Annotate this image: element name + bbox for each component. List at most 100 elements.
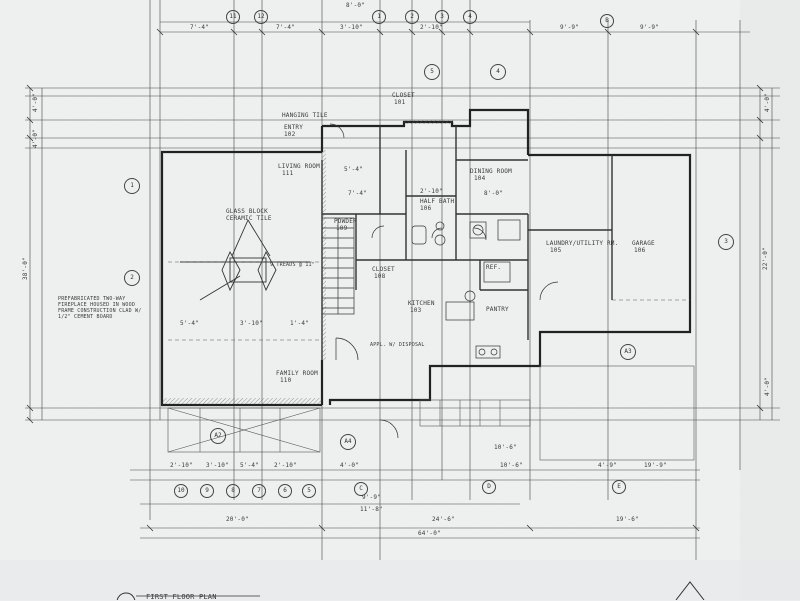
section-mark-2: 2 [124, 270, 140, 286]
dim-right-width: 19'-6" [616, 516, 639, 523]
porch-deck [167, 365, 695, 461]
dim-bay-4: 2'-10" [274, 462, 297, 469]
grid-bubble-b: B [600, 14, 614, 28]
ceramic-tile-note: CERAMIC TILE [226, 215, 272, 222]
room-halfbath-name: HALF BATH [420, 198, 455, 205]
dim-top-5: 9'-9" [560, 24, 580, 31]
dim-bay-2: 3'-10" [206, 462, 229, 469]
section-mark-a2: A2 [210, 428, 226, 444]
dim-bay-7: 11'-8" [360, 506, 383, 513]
dim-int-7: 1'-4" [290, 320, 310, 327]
section-mark-a4: A4 [340, 434, 356, 450]
grid-bubble-4: 4 [463, 10, 477, 24]
dim-bay-8: 10'-6" [500, 462, 523, 469]
room-closet2-number: 101 [394, 99, 406, 106]
room-dining-number: 104 [474, 175, 486, 182]
section-mark-1: 1 [124, 178, 140, 194]
room-entry-name: ENTRY [284, 124, 304, 131]
dim-int-8: 10'-6" [494, 444, 517, 451]
dim-bay-5: 4'-0" [340, 462, 360, 469]
grid-bubble-8: 8 [226, 484, 240, 498]
section-mark-3: 3 [718, 234, 734, 250]
room-halfbath-number: 106 [420, 205, 432, 212]
room-garage-number: 106 [634, 247, 646, 254]
grid-bubble-c: C [354, 482, 368, 496]
room-dining-name: DINING ROOM [470, 168, 512, 175]
grid-bubble-d: D [482, 480, 496, 494]
grid-bubble-10: 10 [174, 484, 188, 498]
room-closet-number: 108 [374, 273, 386, 280]
room-powder-name: POWDER [334, 218, 357, 225]
dim-int-4: 8'-0" [484, 190, 504, 197]
vignette-right [740, 0, 800, 600]
dim-left-1: 4'-0" [32, 92, 39, 112]
dim-depth: 38'-0" [22, 257, 29, 280]
dim-bay-3: 5'-4" [240, 462, 260, 469]
room-family-number: 110 [280, 377, 292, 384]
exterior-walls [160, 108, 692, 407]
dim-int-2: 7'-4" [348, 190, 368, 197]
section-mark-a3: A3 [620, 344, 636, 360]
appliance-note: APPL. W/ DISPOSAL [370, 342, 425, 348]
grid-bubble-e: E [612, 480, 626, 494]
glass-block-note: GLASS BLOCK [226, 208, 268, 215]
dim-int-1: 5'-4" [344, 166, 364, 173]
section-mark-5: 5 [424, 64, 440, 80]
grid-bubble-3: 3 [435, 10, 449, 24]
dim-int-3: 2'-10" [420, 188, 443, 195]
room-garage-name: GARAGE [632, 240, 655, 247]
dim-top-4: 2'-10" [420, 24, 443, 31]
dim-right-depth: 22'-0" [762, 247, 769, 270]
room-living-number: 111 [282, 170, 294, 177]
vignette-bottom [0, 560, 800, 600]
grid-bubble-1: 1 [372, 10, 386, 24]
title-bubble-icon [116, 592, 136, 600]
dim-int-6: 3'-10" [240, 320, 263, 327]
room-laundry-name: LAUNDRY/UTILITY RM. [546, 240, 619, 247]
north-arrow-icon [675, 581, 705, 600]
dim-left-width: 20'-0" [226, 516, 249, 523]
overhead-dashed-lines [168, 261, 690, 341]
room-kitchen-name: KITCHEN [408, 300, 435, 307]
room-kitchen-number: 103 [410, 307, 422, 314]
dim-bay-10: 19'-9" [644, 462, 667, 469]
room-closet-name: CLOSET [372, 266, 395, 273]
grid-bubble-11: 11 [226, 10, 240, 24]
dim-bay-1: 2'-10" [170, 462, 193, 469]
grid-bubble-6: 6 [278, 484, 292, 498]
dim-right-1: 4'-0" [764, 92, 771, 112]
grid-bubble-9: 9 [200, 484, 214, 498]
dim-top-3: 3'-10" [340, 24, 363, 31]
dim-top-7: 8'-0" [346, 2, 366, 9]
treads-note: 9 TREADS @ 11" [270, 262, 315, 268]
dimension-ticks [26, 28, 764, 532]
room-ref-name: REF. [486, 264, 502, 271]
dim-right-2: 4'-0" [764, 376, 771, 396]
room-laundry-number: 105 [550, 247, 562, 254]
dim-int-5: 5'-4" [180, 320, 200, 327]
stairs [321, 217, 355, 315]
sheet-title: FIRST FLOOR PLAN [146, 593, 217, 601]
grid-bubble-7: 7 [252, 484, 266, 498]
fixtures [411, 219, 521, 359]
dim-top-2: 7'-4" [276, 24, 296, 31]
wall-hatching [162, 120, 454, 404]
grid-bubble-5: 5 [302, 484, 316, 498]
dim-mid-width: 24'-6" [432, 516, 455, 523]
interior-walls [321, 126, 613, 360]
room-pantry-name: PANTRY [486, 306, 509, 313]
dim-top-6: 9'-9" [640, 24, 660, 31]
dim-total-width: 64'-0" [418, 530, 441, 537]
dim-top-1: 7'-4" [190, 24, 210, 31]
grid-bubble-12: 12 [254, 10, 268, 24]
room-powder-number: 109 [336, 225, 348, 232]
dim-bay-9: 4'-9" [598, 462, 618, 469]
room-family-name: FAMILY ROOM [276, 370, 318, 377]
hanging-tile-note: HANGING TILE [282, 112, 328, 119]
grid-bubble-2: 2 [405, 10, 419, 24]
room-living-name: LIVING ROOM [278, 163, 320, 170]
dim-left-2: 4'-0" [32, 128, 39, 148]
section-mark-4: 4 [490, 64, 506, 80]
